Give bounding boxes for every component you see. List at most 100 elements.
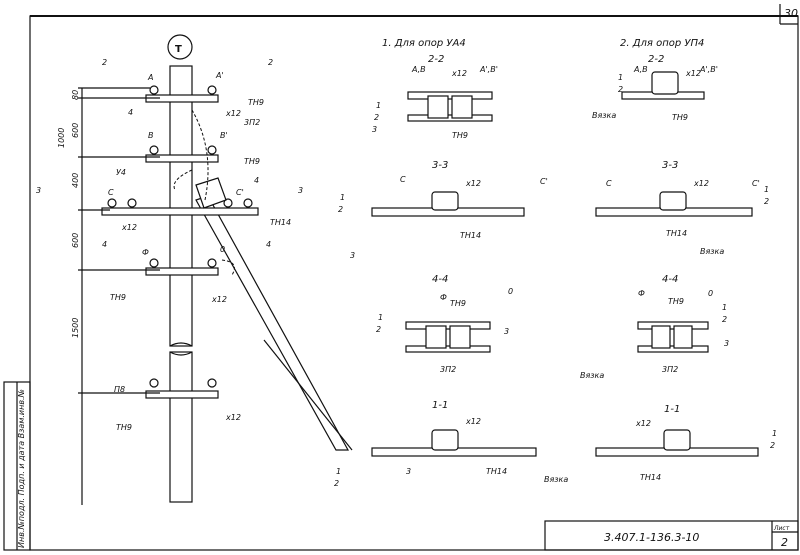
strut <box>195 195 350 451</box>
lbl-3-44r: 3 <box>724 339 729 348</box>
lbl-x12-33r: x12 <box>693 179 709 188</box>
sheet-label: Лист <box>773 525 790 532</box>
lbl-1-22: 1 <box>376 101 381 110</box>
lbl-AB-22: A,B <box>411 65 426 74</box>
lbl-1-11: 1 <box>336 467 341 476</box>
lbl-2-44: 2 <box>376 325 381 334</box>
lbl-1-33r: 1 <box>764 185 769 194</box>
lbl-x12-22r: x12 <box>685 69 701 78</box>
sec-2-2-left: 2-2 <box>428 54 444 65</box>
label-B: B <box>148 131 154 140</box>
lbl-3-33: 3 <box>350 251 355 260</box>
heading-up4: 2. Для опор УП4 <box>620 38 704 49</box>
lbl-TH9-22: TH9 <box>452 131 468 140</box>
lbl-1-11r: 1 <box>772 429 777 438</box>
lbl-TH14-33: TH14 <box>460 231 481 240</box>
lbl-vyazka-33r: Вязка <box>700 247 724 256</box>
dim-1000: 1000 <box>57 128 66 148</box>
heading-ua4: 1. Для опор УА4 <box>382 38 466 49</box>
label-ZP2: 3П2 <box>244 118 260 127</box>
lbl-O-44: 0 <box>508 287 513 296</box>
crossarm-4 <box>145 267 219 276</box>
label-x12-c: x12 <box>211 295 227 304</box>
lbl-TH9-44: TH9 <box>450 299 466 308</box>
lbl-TH9-22r: TH9 <box>672 113 688 122</box>
cut-3-left: 3 <box>36 186 41 195</box>
sec-4-4-left: 4-4 <box>432 274 448 285</box>
label-O: 0 <box>220 245 225 254</box>
label-x12-a: x12 <box>225 109 241 118</box>
lbl-2-33: 2 <box>338 205 343 214</box>
dim-600-mid: 600 <box>71 233 80 248</box>
label-U4: У4 <box>116 168 126 177</box>
label-C1: C' <box>236 188 244 197</box>
lbl-O-44r: 0 <box>708 289 713 298</box>
pole-elevation: T <box>36 34 353 505</box>
cut-2-right: 2 <box>268 58 273 67</box>
label-x12-d: x12 <box>225 413 241 422</box>
dim-1500: 1500 <box>71 318 80 338</box>
label-TH14: TH14 <box>270 218 291 227</box>
lbl-TH14-11: TH14 <box>486 467 507 476</box>
label-B1: B' <box>220 131 228 140</box>
page-number: 30 <box>784 7 798 20</box>
label-x12-b: x12 <box>121 223 137 232</box>
details: 1. Для опор УА4 2. Для опор УП4 2-2 A,B … <box>334 38 777 488</box>
cut-2-left: 2 <box>102 58 107 67</box>
cut-3-right: 3 <box>298 186 303 195</box>
label-C: C <box>108 188 114 197</box>
lbl-2-44r: 2 <box>722 315 727 324</box>
lbl-vyazka-11r: Вязка <box>544 475 568 484</box>
lbl-2-22: 2 <box>374 113 379 122</box>
sec-3-3-left: 3-3 <box>432 160 448 171</box>
lbl-F-44: Ф <box>440 293 447 302</box>
lbl-x12-11: x12 <box>465 417 481 426</box>
label-4a: 4 <box>128 108 133 117</box>
sheet-number: 2 <box>781 536 788 549</box>
sec-1-1-right: 1-1 <box>664 404 680 415</box>
lbl-A1B1-22r: A',B' <box>699 65 718 74</box>
lbl-vyazka-22r: Вязка <box>592 111 616 120</box>
lbl-ZP2-44: 3П2 <box>440 365 456 374</box>
circle-mark <box>167 34 193 60</box>
cut-4-left: 4 <box>102 240 107 249</box>
lbl-vyazka-44r: Вязка <box>580 371 604 380</box>
crossarm-2 <box>145 154 219 163</box>
lbl-TH14-11r: TH14 <box>640 473 661 482</box>
label-A1: A' <box>215 71 224 80</box>
pole-upper <box>169 65 193 347</box>
lbl-C-33: C <box>400 175 406 184</box>
lbl-3-44: 3 <box>504 327 509 336</box>
sec-2-2-right: 2-2 <box>648 54 664 65</box>
sec-3-3-right: 3-3 <box>662 160 678 171</box>
lbl-x12-11r: x12 <box>635 419 651 428</box>
lbl-2-33r: 2 <box>764 197 769 206</box>
lbl-TH14-33r: TH14 <box>666 229 687 238</box>
lbl-3-22: 3 <box>372 125 377 134</box>
side-stamp-text: Инв.№подл. Подп. и дата Взам.инв.№ <box>17 389 26 548</box>
dim-600-top: 600 <box>71 123 80 138</box>
dim-400: 400 <box>71 173 80 188</box>
crossarm-bottom <box>145 390 219 399</box>
lbl-AB-22r: A,B <box>633 65 648 74</box>
lbl-A1B1-22: A',B' <box>479 65 498 74</box>
dim-80: 80 <box>71 90 80 100</box>
lbl-C1-33: C' <box>540 177 548 186</box>
lbl-C-33r: C <box>606 179 612 188</box>
lbl-2-11r: 2 <box>770 441 775 450</box>
lbl-3-11: 3 <box>406 467 411 476</box>
lbl-2-11: 2 <box>334 479 339 488</box>
lbl-TH9-44r: TH9 <box>668 297 684 306</box>
label-TH9-b: TH9 <box>244 157 260 166</box>
lbl-C1-33r: C' <box>752 179 760 188</box>
doc-code: 3.407.1-136.3-10 <box>604 531 699 544</box>
sec-4-4-right: 4-4 <box>662 274 678 285</box>
crossarm-3 <box>101 207 259 216</box>
cut-4-right: 4 <box>266 240 271 249</box>
lbl-1-44: 1 <box>378 313 383 322</box>
lbl-1-22r: 1 <box>618 73 623 82</box>
lbl-x12-22: x12 <box>451 69 467 78</box>
sec-1-1-left: 1-1 <box>432 400 448 411</box>
circle-mark-text: T <box>175 44 182 55</box>
lbl-2-22r: 2 <box>618 85 623 94</box>
